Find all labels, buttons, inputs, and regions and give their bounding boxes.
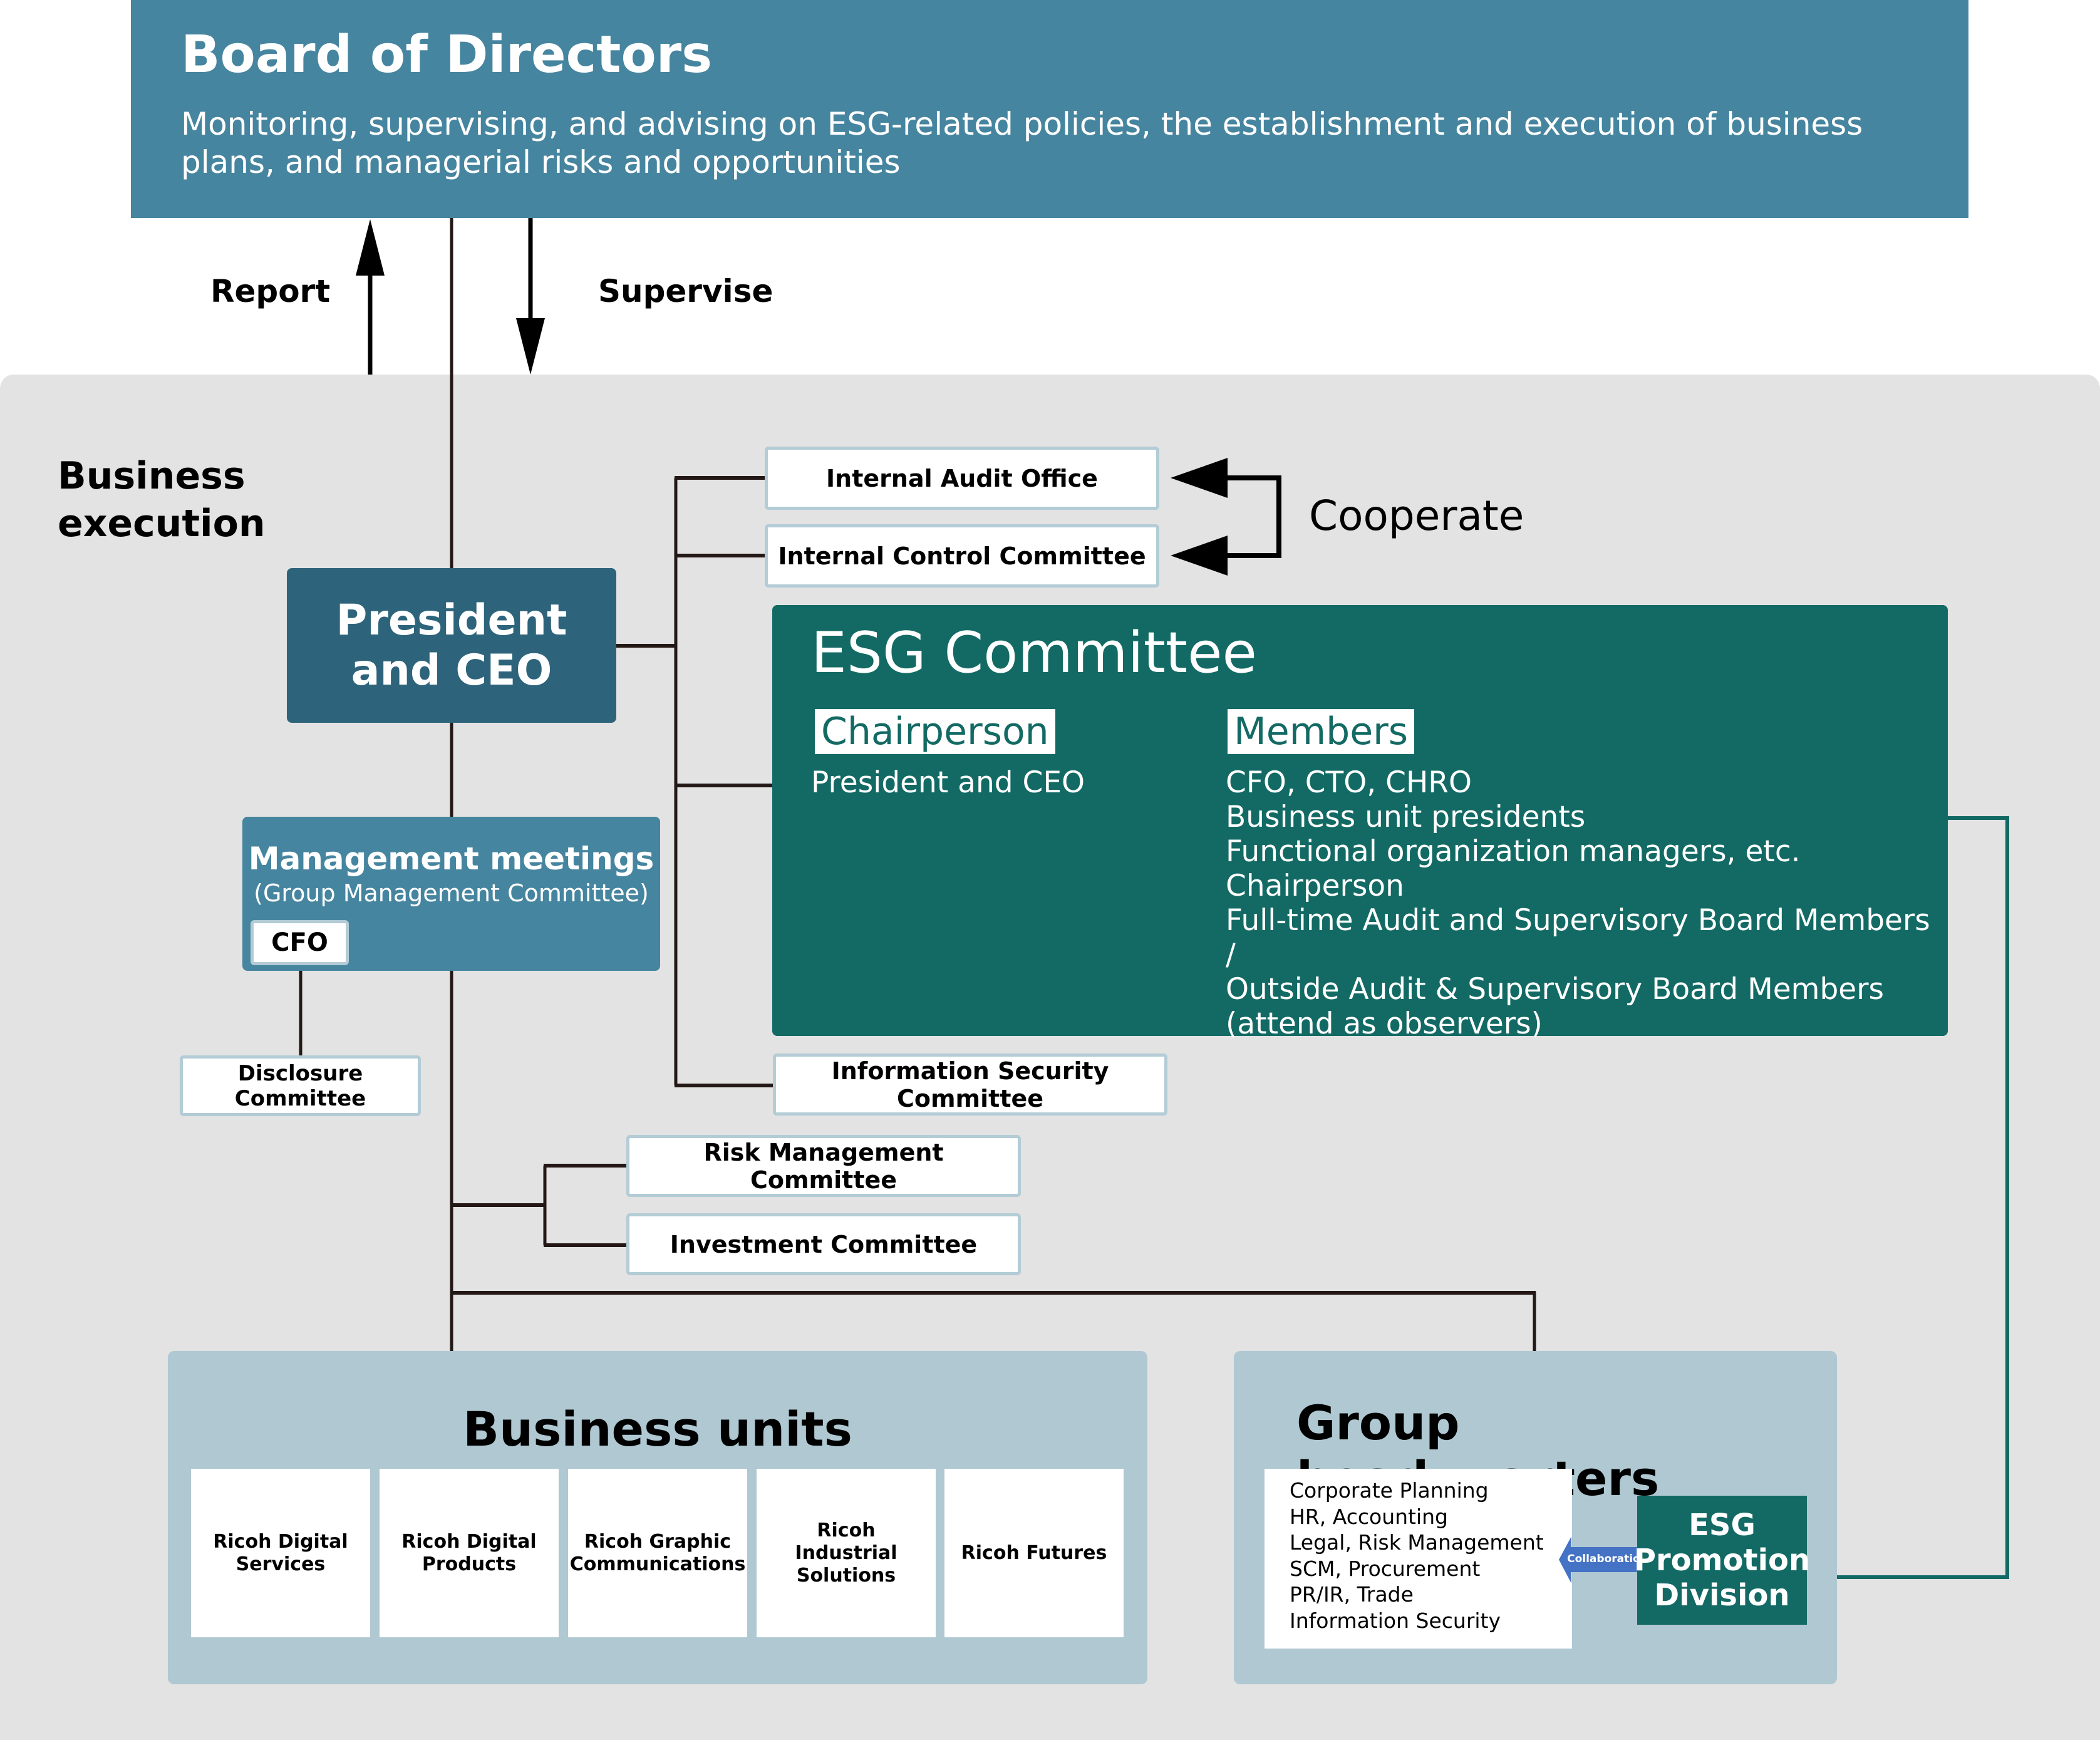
business-unit-card[interactable]: Ricoh Digital Services (191, 1469, 370, 1637)
business-unit-card[interactable]: Ricoh Futures (944, 1469, 1124, 1637)
supervise-arrow-icon (516, 218, 545, 375)
board-title: Board of Directors (181, 25, 713, 85)
hq-function-item: HR, Accounting (1290, 1504, 1448, 1529)
group-headquarters-panel: Group headquarters Corporate Planning HR… (1234, 1351, 1837, 1684)
board-of-directors: Board of Directors Monitoring, supervisi… (131, 0, 1968, 218)
business-units-title: Business units (463, 1401, 852, 1457)
cooperate-arrows-icon (1171, 458, 1281, 576)
hq-function-item: Legal, Risk Management (1290, 1530, 1544, 1555)
information-security-committee-box[interactable]: Information Security Committee (773, 1054, 1167, 1116)
disclosure-committee-box[interactable]: Disclosure Committee (180, 1055, 421, 1116)
business-unit-card[interactable]: Ricoh Industrial Solutions (757, 1469, 936, 1637)
member-item: Full-time Audit and Supervisory Board Me… (1226, 903, 1930, 972)
cfo-box[interactable]: CFO (251, 920, 349, 965)
cooperate-label: Cooperate (1309, 492, 1524, 540)
member-item: Functional organization managers, etc. (1226, 834, 1801, 869)
business-unit-name: Ricoh Digital Services (213, 1530, 348, 1575)
business-unit-name: Ricoh Futures (961, 1541, 1107, 1564)
business-unit-name: Ricoh Industrial Solutions (795, 1519, 897, 1587)
management-meetings-subtitle: (Group Management Committee) (254, 879, 649, 907)
internal-control-committee-box[interactable]: Internal Control Committee (765, 524, 1159, 588)
report-label: Report (210, 273, 331, 309)
board-description: Monitoring, supervising, and advising on… (181, 106, 1863, 180)
hq-function-item: SCM, Procurement (1290, 1556, 1481, 1581)
member-item: Business unit presidents (1226, 800, 1586, 834)
hq-function-item: Information Security (1290, 1608, 1501, 1633)
members-label: Members (1228, 709, 1415, 754)
business-unit-name: Ricoh Digital Products (401, 1530, 537, 1575)
hq-function-item: PR/IR, Trade (1290, 1582, 1414, 1607)
risk-management-committee-box[interactable]: Risk Management Committee (626, 1135, 1021, 1197)
president-ceo-box[interactable]: President and CEO (287, 568, 616, 723)
investment-committee-box[interactable]: Investment Committee (626, 1213, 1021, 1275)
member-item: Chairperson (1226, 869, 1404, 903)
management-meetings-title: Management meetings (248, 841, 654, 877)
members-list: CFO, CTO, CHRO Business unit presidents … (1226, 765, 1948, 1041)
hq-function-item: Corporate Planning (1290, 1478, 1489, 1503)
esg-committee-box[interactable]: ESG Committee Chairperson Members Presid… (772, 605, 1948, 1041)
business-unit-name: Ricoh Graphic Communications (569, 1530, 746, 1575)
business-units-panel: Business units Ricoh Digital Services Ri… (168, 1351, 1147, 1684)
member-item: CFO, CTO, CHRO (1226, 765, 1472, 800)
esg-promotion-division-box[interactable]: ESG Promotion Division (1634, 1496, 1810, 1625)
business-unit-card[interactable]: Ricoh Digital Products (380, 1469, 559, 1637)
collaboration-arrow-icon (1559, 1536, 1656, 1583)
report-arrow-icon (356, 219, 385, 375)
business-unit-card[interactable]: Ricoh Graphic Communications (568, 1469, 747, 1637)
collaboration-label: Collaboration (1567, 1553, 1648, 1565)
member-item: Outside Audit & Supervisory Board Member… (1226, 972, 1885, 1007)
esg-committee-title: ESG Committee (811, 620, 1257, 686)
chairperson-label: Chairperson (815, 709, 1055, 754)
business-execution-label: Business execution (58, 454, 266, 546)
supervise-label: Supervise (598, 273, 773, 309)
member-item: (attend as observers) (1226, 1007, 1543, 1041)
internal-audit-office-box[interactable]: Internal Audit Office (765, 447, 1159, 510)
chairperson-value: President and CEO (811, 765, 1085, 800)
esg-teal-connector-line (1837, 816, 2009, 1579)
hq-functions-list: Corporate Planning HR, Accounting Legal,… (1265, 1469, 1572, 1649)
